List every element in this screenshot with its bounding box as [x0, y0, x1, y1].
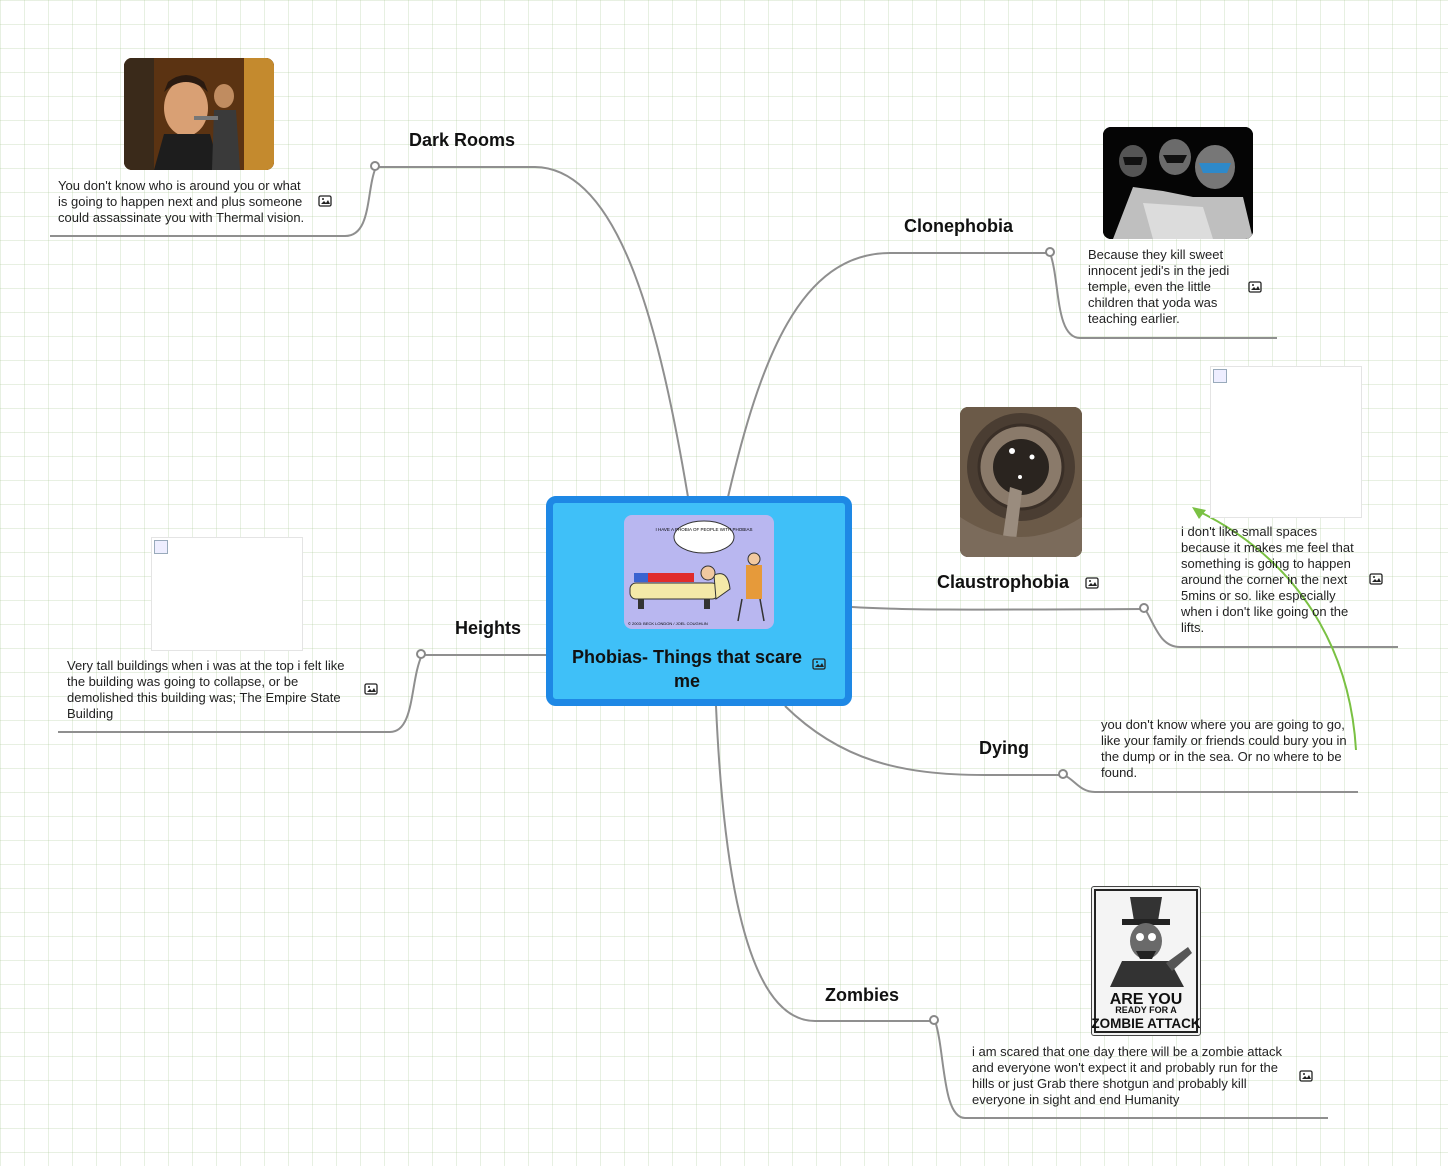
note-claustrophobia: i don't like small spaces because it mak… [1181, 524, 1354, 635]
note-heights: Very tall buildings when i was at the to… [67, 658, 345, 721]
branch-title-dying[interactable]: Dying [979, 738, 1030, 758]
dot-zombies[interactable] [929, 1015, 939, 1025]
note-dark-rooms: You don't know who is around you or what… [58, 178, 305, 225]
image-icon[interactable] [364, 683, 378, 695]
branch-title-claustrophobia[interactable]: Claustrophobia [937, 572, 1070, 592]
note-dying: you don't know where you are going to go… [1101, 717, 1347, 780]
connector-dying [784, 705, 1064, 776]
connector-claustrophobia [851, 606, 1146, 611]
image-icon[interactable] [1299, 1070, 1313, 1082]
dot-dark-rooms[interactable] [370, 161, 380, 171]
connector-dark-rooms-note [50, 166, 377, 237]
branch-title-zombies[interactable]: Zombies [825, 985, 900, 1005]
connector-claustrophobia-note [1144, 608, 1398, 648]
note-zombies: i am scared that one day there will be a… [972, 1044, 1282, 1107]
poster-line1: ARE YOU [1110, 991, 1183, 1008]
image-icon[interactable] [1248, 281, 1262, 293]
dot-dying[interactable] [1058, 769, 1068, 779]
zombies-poster-image: ARE YOU READY FOR A ZOMBIE ATTACK [1091, 886, 1201, 1036]
dot-claustrophobia[interactable] [1139, 603, 1149, 613]
cartoon-speech-text: I HAVE A PHOBIA OF PEOPLE WITH PHOBIAS [656, 527, 753, 532]
image-icon[interactable] [812, 658, 826, 670]
central-cartoon-image: I HAVE A PHOBIA OF PEOPLE WITH PHOBIAS ©… [624, 515, 774, 629]
branch-title-dark-rooms[interactable]: Dark Rooms [409, 130, 516, 150]
connector-dark-rooms [376, 166, 689, 498]
cartoon-credit-text: © 2003: BECK LONDON / JOEL COUGHLIN [628, 621, 708, 626]
connector-dying-note [1063, 774, 1358, 793]
connector-clonephobia-note [1049, 252, 1277, 339]
dot-heights[interactable] [416, 649, 426, 659]
note-clonephobia: Because they kill sweet innocent jedi's … [1088, 247, 1230, 326]
clonephobia-image [1103, 127, 1253, 239]
poster-line2: READY FOR A [1115, 1005, 1177, 1015]
heights-image-placeholder [151, 537, 303, 651]
connector-clonephobia [727, 252, 1050, 498]
image-icon[interactable] [318, 195, 332, 207]
claustrophobia-image [960, 407, 1082, 557]
relation-arrow-head [1192, 507, 1206, 519]
connector-heights-note [58, 654, 423, 733]
branch-title-clonephobia[interactable]: Clonephobia [904, 216, 1013, 236]
connector-zombies [715, 705, 935, 1022]
dark-rooms-image [124, 58, 274, 170]
connector-zombies-note [934, 1020, 1328, 1119]
dot-clonephobia[interactable] [1045, 247, 1055, 257]
central-topic[interactable]: I HAVE A PHOBIA OF PEOPLE WITH PHOBIAS ©… [546, 496, 852, 706]
relation-arrow [1195, 509, 1357, 751]
claustrophobia-note-image-placeholder [1210, 366, 1362, 518]
image-icon[interactable] [1369, 573, 1383, 585]
image-icon[interactable] [1085, 577, 1099, 589]
central-title: Phobias- Things that scare me [571, 647, 803, 691]
branch-title-heights[interactable]: Heights [455, 618, 522, 638]
poster-line3: ZOMBIE ATTACK [1092, 1016, 1200, 1031]
